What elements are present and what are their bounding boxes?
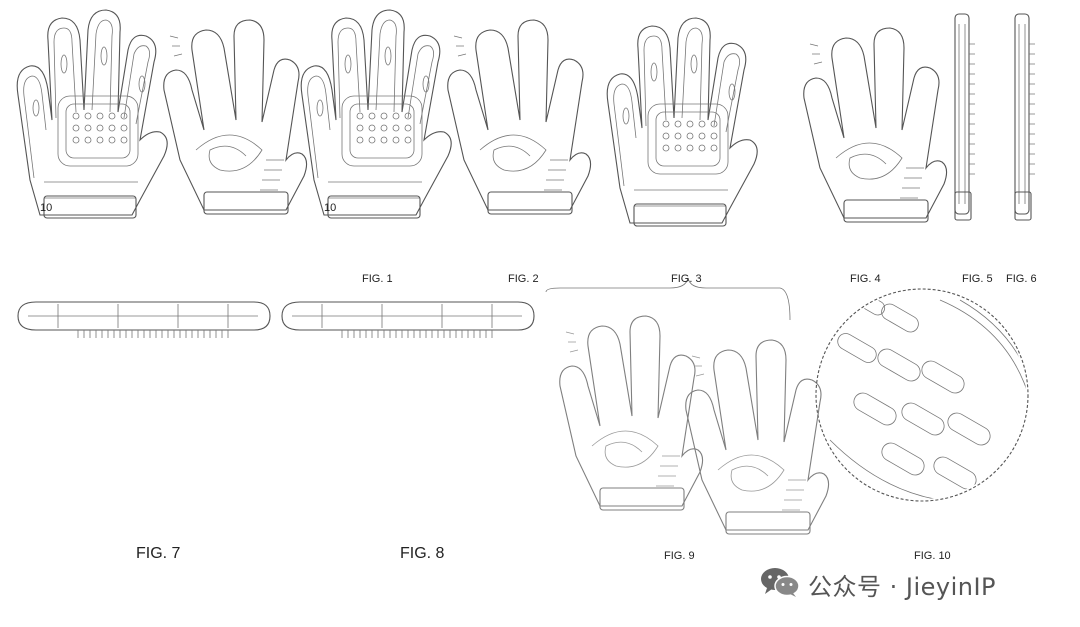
fig2-glove-palm-drawing: [300, 9, 452, 219]
fig2-reference-numeral: 10: [324, 202, 337, 214]
fig10-caption: FIG. 10: [914, 550, 951, 562]
fig3-glove-palm-flat-drawing: [606, 17, 758, 227]
fig6-side-view-drawing: [1014, 13, 1036, 221]
watermark-text: 公众号 · JieyinIP: [808, 572, 997, 601]
fig5-side-view-drawing: [954, 13, 976, 221]
fig2-glove-back-drawing: [163, 19, 308, 215]
fig8-flat-view-drawing: [281, 301, 535, 339]
fig8-caption: FIG. 8: [400, 545, 445, 562]
fig10-detail-circle-drawing: [815, 288, 1029, 502]
fig2-caption: FIG. 2: [508, 273, 539, 285]
fig4-caption: FIG. 4: [850, 273, 881, 285]
fig4-glove-back-flat-drawing: [803, 27, 948, 223]
fig1-reference-numeral: 10: [40, 202, 53, 214]
fig9-glove-pair-drawing: [559, 315, 830, 535]
fig1-caption: FIG. 1: [362, 273, 393, 285]
watermark: 公众号 · JieyinIP: [760, 566, 996, 602]
fig3-caption: FIG. 3: [671, 273, 702, 285]
fig9-caption: FIG. 9: [664, 550, 695, 562]
fig7-caption: FIG. 7: [136, 545, 181, 562]
fig5-caption: FIG. 5: [962, 273, 993, 285]
fig3-bracket: [545, 277, 791, 321]
wechat-icon: [760, 566, 800, 603]
fig6-caption: FIG. 6: [1006, 273, 1037, 285]
fig1-glove-palm-drawing: [16, 9, 168, 219]
fig3-glove-back-drawing: [447, 19, 592, 215]
fig7-flat-view-drawing: [17, 301, 271, 339]
